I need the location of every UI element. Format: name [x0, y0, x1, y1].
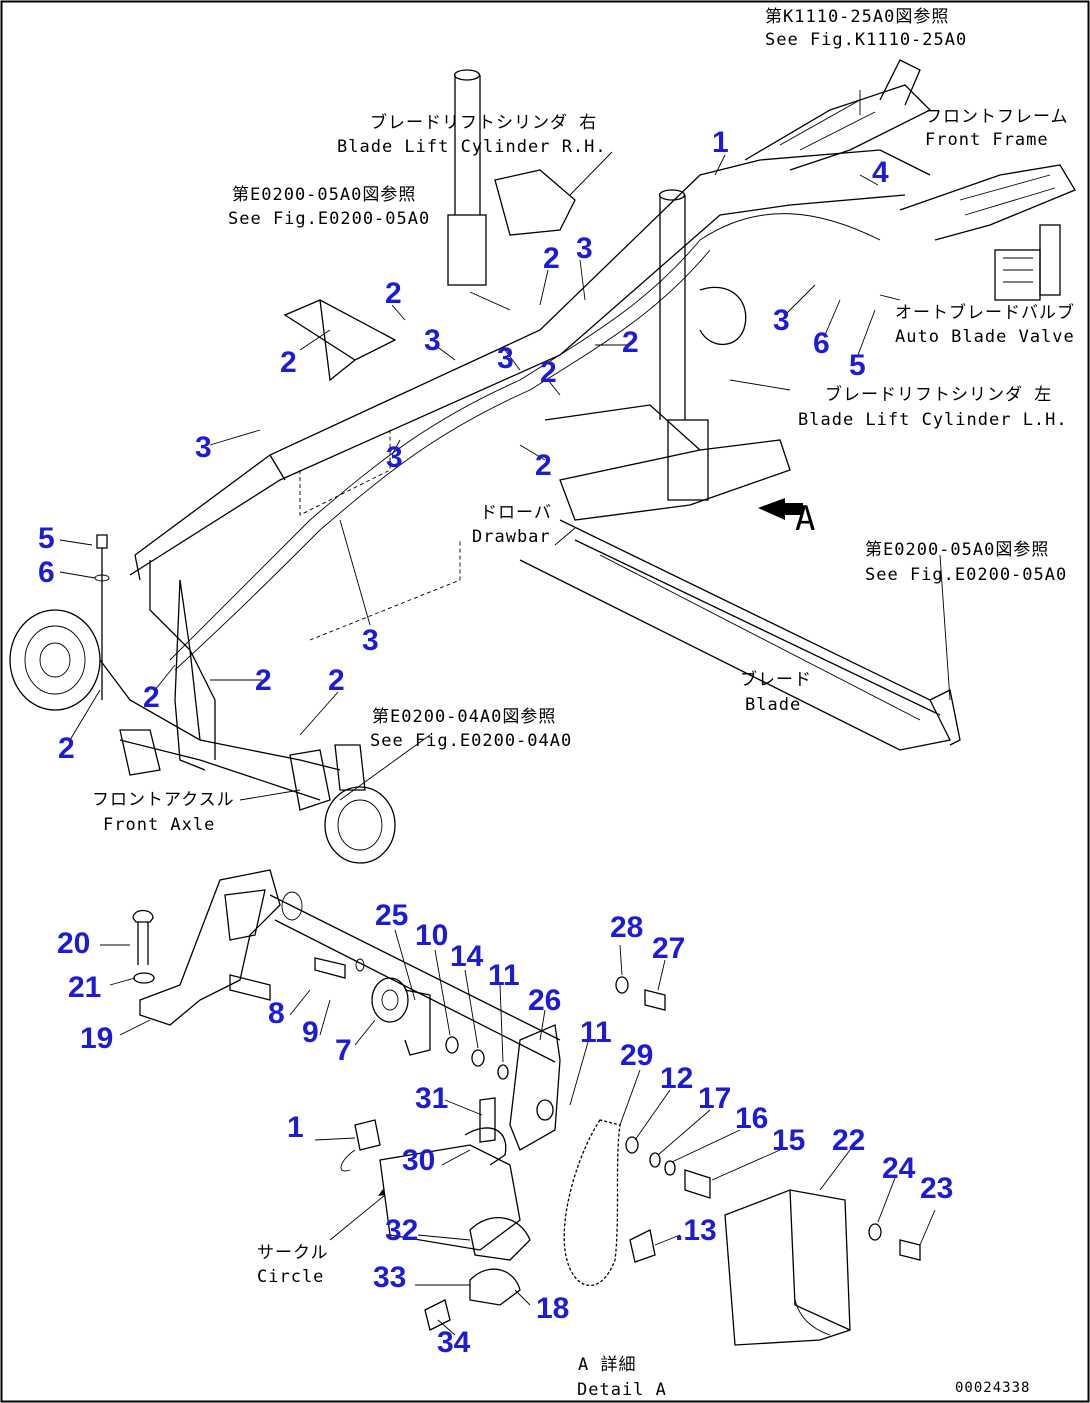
callout-1: 1 [287, 1111, 304, 1144]
callout-26: 26 [528, 984, 561, 1017]
callout-6: 6 [813, 327, 830, 360]
callout-30: 30 [402, 1144, 435, 1177]
part-callouts: 1 4 2 3 2 3 2 3 2 2 3 6 5 3 3 2 5 6 3 2 … [38, 126, 953, 1359]
ref-e0200-05-top-jp: 第E0200-05A0図参照 [232, 185, 416, 205]
ref-e0200-05-top-en: See Fig.E0200-05A0 [228, 209, 430, 229]
callout-3: 3 [773, 304, 790, 337]
lift-lh-en: Blade Lift Cylinder L.H. [798, 410, 1068, 430]
ref-e0200-05-right-en: See Fig.E0200-05A0 [865, 565, 1067, 585]
front-frame-jp: フロントフレーム [925, 107, 1069, 127]
callout-24: 24 [882, 1152, 916, 1185]
blade-en: Blade [745, 695, 801, 715]
callout-34: 34 [437, 1326, 471, 1359]
front-axle-drawing [9, 534, 396, 864]
callout-4: 4 [872, 156, 889, 189]
callout-10: 10 [415, 919, 448, 952]
ref-k1110-jp: 第K1110-25A0図参照 [765, 7, 949, 27]
drawbar-and-blade [519, 404, 961, 751]
callout-3: 3 [424, 324, 441, 357]
callout-6: 6 [38, 556, 55, 589]
callout-18: 18 [536, 1292, 569, 1325]
front-frame-drawing [129, 59, 1076, 771]
callout-14: 14 [450, 940, 484, 973]
callout-28: 28 [610, 911, 643, 944]
callout-2: 2 [280, 346, 297, 379]
callout-12: 12 [660, 1062, 693, 1095]
text-labels: 第K1110-25A0図参照 See Fig.K1110-25A0 フロントフレ… [92, 7, 1075, 1400]
callout-16: 16 [735, 1102, 768, 1135]
drawing-code: 00024338 [955, 1380, 1030, 1396]
callout-2: 2 [535, 449, 552, 482]
callout-8: 8 [268, 997, 285, 1030]
blade-lift-cylinders [447, 69, 747, 501]
callout-21: 21 [68, 971, 101, 1004]
lift-rh-en: Blade Lift Cylinder R.H. [337, 137, 607, 157]
detail-a-jp: A 詳細 [578, 1355, 636, 1375]
callout-11: 11 [580, 1016, 612, 1049]
callout-2: 2 [328, 664, 345, 697]
callout-3: 3 [497, 342, 514, 375]
auto-valve-en: Auto Blade Valve [895, 327, 1075, 347]
callout-2: 2 [543, 242, 560, 275]
detail-a-drawing [100, 869, 936, 1346]
callout-1: 1 [712, 126, 729, 159]
ref-e0200-04-en: See Fig.E0200-04A0 [370, 731, 572, 751]
front-frame-en: Front Frame [925, 130, 1049, 150]
leader-lines-upper [59, 90, 951, 801]
ref-k1110-en: See Fig.K1110-25A0 [765, 30, 967, 50]
front-axle-jp: フロントアクスル [92, 790, 235, 810]
callout-3: 3 [576, 232, 593, 265]
ref-e0200-04-jp: 第E0200-04A0図参照 [372, 707, 556, 727]
callout-15: 15 [772, 1124, 805, 1157]
view-a-label: A [795, 499, 816, 539]
callout-25: 25 [375, 899, 408, 932]
callout-2: 2 [385, 277, 402, 310]
callout-2: 2 [622, 326, 639, 359]
callout-29: 29 [620, 1039, 653, 1072]
auto-valve-jp: オートブレードバルブ [895, 302, 1075, 323]
circle-jp: サークル [257, 1243, 329, 1263]
drawbar-en: Drawbar [472, 527, 551, 547]
detail-a-en: Detail A [577, 1380, 667, 1400]
callout-7: 7 [335, 1034, 352, 1067]
drawbar-jp: ドローバ [480, 503, 552, 523]
callout-31: 31 [415, 1082, 448, 1115]
callout-23: 23 [920, 1172, 953, 1205]
callout-3: 3 [195, 431, 212, 464]
callout-22: 22 [832, 1124, 865, 1157]
callout-5: 5 [38, 522, 55, 555]
callout-32: 32 [385, 1214, 418, 1247]
callout-2: 2 [540, 356, 557, 389]
callout-13: .13 [675, 1214, 717, 1247]
callout-3: 3 [362, 624, 379, 657]
callout-19: 19 [80, 1022, 113, 1055]
callout-2: 2 [255, 664, 272, 697]
circle-en: Circle [257, 1267, 324, 1287]
callout-33: 33 [373, 1261, 406, 1294]
callout-20: 20 [57, 927, 90, 960]
callout-3: 3 [386, 441, 403, 474]
callout-2: 2 [58, 732, 75, 765]
ref-e0200-05-right-jp: 第E0200-05A0図参照 [865, 540, 1049, 560]
callout-17: 17 [698, 1082, 731, 1115]
lift-lh-jp: ブレードリフトシリンダ 左 [825, 384, 1052, 405]
callout-5: 5 [849, 349, 866, 382]
callout-9: 9 [302, 1016, 319, 1049]
callout-11: 11 [488, 959, 520, 992]
lift-rh-jp: ブレードリフトシリンダ 右 [370, 112, 597, 133]
callout-2: 2 [143, 681, 160, 714]
callout-27: 27 [652, 932, 685, 965]
front-axle-en: Front Axle [103, 815, 215, 835]
blade-jp: ブレード [740, 669, 812, 690]
